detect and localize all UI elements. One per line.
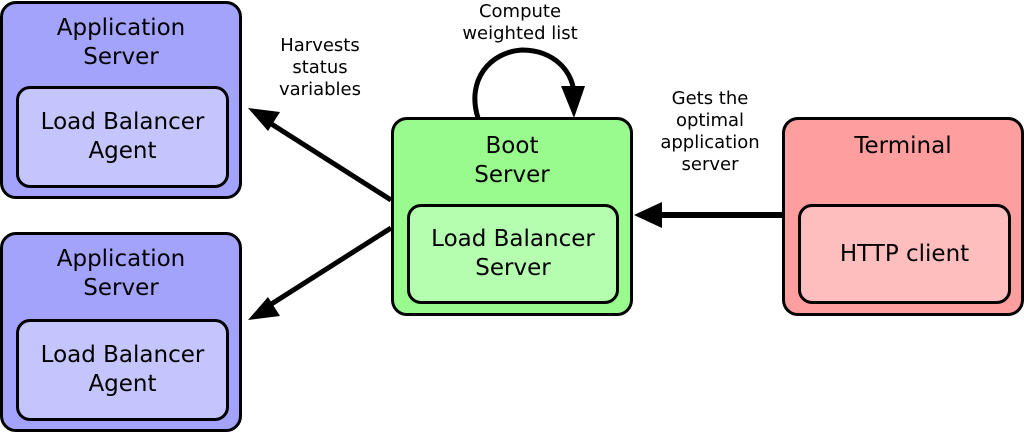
boot-server: Boot Server Load Balancer Server xyxy=(391,117,633,316)
compute-loop-arrowhead xyxy=(561,86,585,118)
terminal: Terminal HTTP client xyxy=(782,117,1024,316)
boot-server-title: Boot Server xyxy=(474,133,550,188)
harvest-arrow-bottom xyxy=(260,225,393,313)
compute-label: Compute weighted list xyxy=(462,1,578,44)
terminal-title: Terminal xyxy=(854,133,952,159)
lb-agent-bottom: Load Balancer Agent xyxy=(16,319,229,421)
request-arrowhead xyxy=(634,202,662,228)
app-server-top: Application Server Load Balancer Agent xyxy=(0,1,242,199)
harvests-label: Harvests status variables xyxy=(279,35,361,100)
harvest-arrow-top xyxy=(260,115,393,203)
gets-label: Gets the optimal application server xyxy=(660,88,760,175)
lb-server: Load Balancer Server xyxy=(407,204,619,304)
http-client: HTTP client xyxy=(798,204,1011,304)
lb-agent-top: Load Balancer Agent xyxy=(16,86,229,188)
app-server-bottom: Application Server Load Balancer Agent xyxy=(0,232,242,432)
app-server-top-title: Application Server xyxy=(56,15,186,70)
app-server-bottom-title: Application Server xyxy=(56,246,186,301)
harvest-arrowhead-bottom xyxy=(248,297,280,320)
harvest-arrowhead-top xyxy=(248,108,280,131)
compute-loop-arrow xyxy=(472,47,577,119)
